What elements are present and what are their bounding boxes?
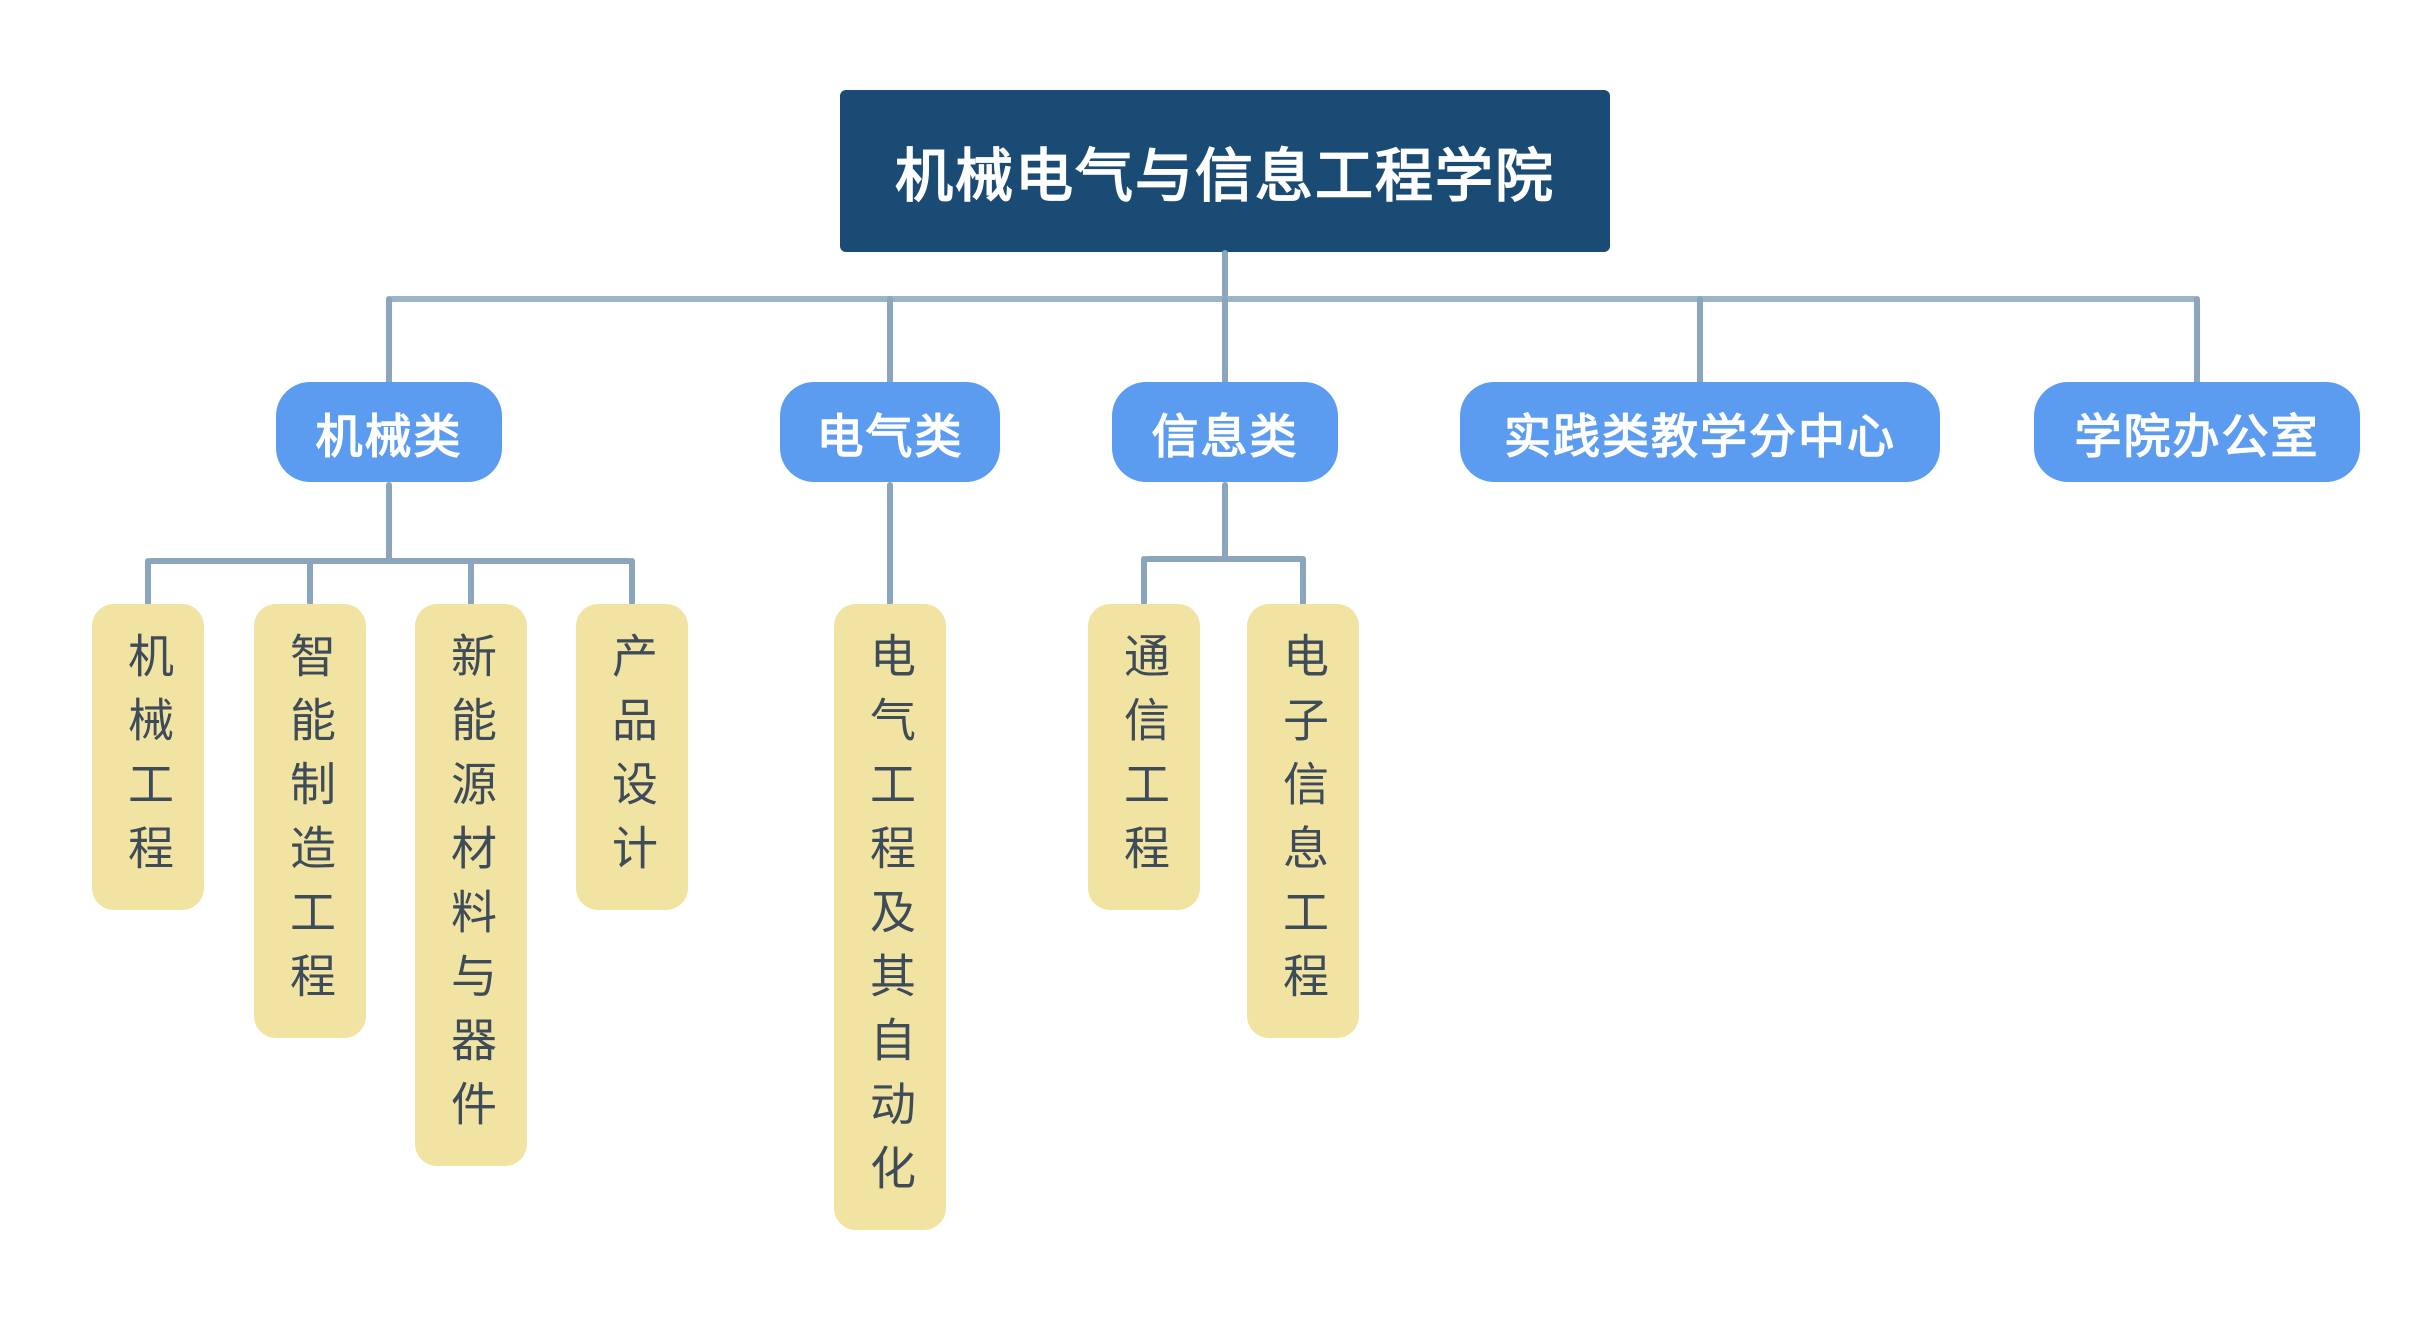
connector-level1-horizontal — [389, 296, 2197, 302]
branch-node-college-office: 学院办公室 — [2034, 382, 2360, 482]
leaf-node-label: 电气工程及其自动化 — [864, 632, 916, 1208]
leaf-node-communication-engineering: 通信工程 — [1088, 604, 1200, 910]
branch-node-electrical: 电气类 — [780, 382, 1000, 482]
leaf-node-label: 新能源材料与器件 — [445, 632, 497, 1144]
connector-drop-mechanical-eng — [145, 558, 151, 606]
root-node-label: 机械电气与信息工程学院 — [894, 144, 1555, 209]
connector-drop-new-energy — [468, 558, 474, 606]
leaf-node-label: 机械工程 — [122, 632, 174, 888]
leaf-node-intelligent-manufacturing: 智能制造工程 — [254, 604, 366, 1038]
connector-drop-intelligent-mfg — [307, 558, 313, 606]
leaf-node-label: 电子信息工程 — [1277, 632, 1329, 1016]
branch-node-label: 机械类 — [315, 409, 463, 463]
branch-node-information: 信息类 — [1112, 382, 1338, 482]
connector-electrical-stub — [887, 482, 893, 606]
leaf-node-electrical-automation: 电气工程及其自动化 — [834, 604, 946, 1230]
connector-drop-office — [2194, 296, 2200, 386]
connector-mechanical-stub — [386, 482, 392, 562]
connector-drop-product-design — [629, 558, 635, 606]
leaf-node-label: 智能制造工程 — [284, 632, 336, 1016]
leaf-node-mechanical-engineering: 机械工程 — [92, 604, 204, 910]
branch-node-label: 学院办公室 — [2074, 409, 2320, 463]
branch-node-label: 实践类教学分中心 — [1504, 409, 1896, 463]
leaf-node-label: 通信工程 — [1118, 632, 1170, 888]
root-node-college: 机械电气与信息工程学院 — [840, 90, 1610, 252]
leaf-node-label: 产品设计 — [606, 632, 658, 888]
branch-node-label: 电气类 — [816, 409, 964, 463]
connector-drop-mechanical — [386, 296, 392, 386]
branch-node-practice-center: 实践类教学分中心 — [1460, 382, 1940, 482]
connector-root-stub — [1222, 250, 1228, 300]
connector-information-stub — [1222, 482, 1228, 560]
connector-drop-communication-eng — [1141, 556, 1147, 606]
branch-node-mechanical: 机械类 — [276, 382, 502, 482]
leaf-node-product-design: 产品设计 — [576, 604, 688, 910]
connector-drop-practice — [1697, 296, 1703, 386]
connector-drop-electrical — [887, 296, 893, 386]
connector-drop-electronic-info — [1300, 556, 1306, 606]
branch-node-label: 信息类 — [1151, 409, 1299, 463]
connector-information-horizontal — [1144, 556, 1304, 562]
connector-drop-information — [1222, 296, 1228, 386]
leaf-node-electronic-information: 电子信息工程 — [1247, 604, 1359, 1038]
connector-mechanical-horizontal — [148, 558, 632, 564]
leaf-node-new-energy-materials: 新能源材料与器件 — [415, 604, 527, 1166]
